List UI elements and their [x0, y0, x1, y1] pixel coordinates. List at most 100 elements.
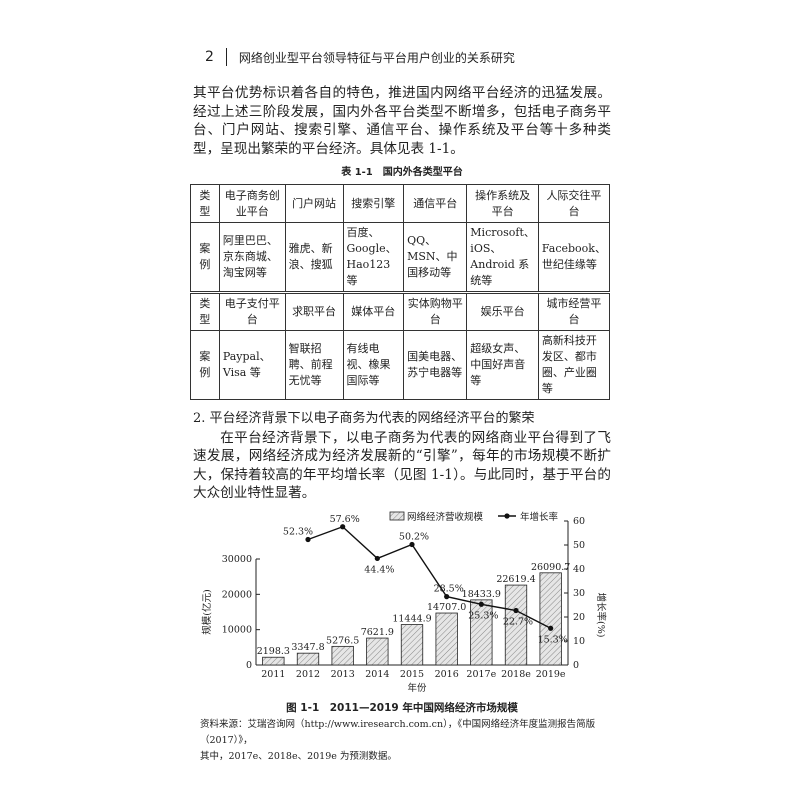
x-axis-title: 年份: [407, 682, 427, 694]
growth-point: [513, 607, 519, 613]
figure-caption: 图 1-1 2011—2019 年中国网络经济市场规模: [286, 701, 518, 714]
table-cell: Paypal、Visa 等: [218, 330, 286, 400]
bar: [262, 656, 285, 665]
x-tick-label: 2019e: [536, 669, 566, 680]
intro-paragraph: 其平台优势标识着各自的特色，推进国内网络平台经济的迅猛发展。经过上述三阶段发展，…: [193, 84, 611, 158]
y-axis-title: 规模(亿元): [201, 589, 213, 634]
legend-line-marker: [504, 512, 510, 519]
bar: [331, 645, 354, 665]
row-header-cell: 类型: [190, 184, 220, 223]
table-cell: Facebook、世纪佳缘等: [537, 222, 611, 293]
table-cell: 人际交往平台: [537, 184, 611, 223]
page-body: 其平台优势标识着各自的特色，推进国内网络平台经济的迅猛发展。经过上述三阶段发展，…: [190, 84, 614, 765]
bar-label: 14707.0: [427, 602, 466, 613]
growth-label: 15.3%: [538, 634, 568, 645]
growth-label: 25.3%: [468, 610, 498, 621]
source-line: 其中，2017e、2018e、2019e 为预测数据。: [200, 750, 397, 762]
table-cell: 通信平台: [403, 184, 468, 223]
page-number: 2: [205, 49, 214, 65]
paragraph-text: 其平台优势标识着各自的特色，推进国内网络平台经济的迅猛发展。经过上述三阶段发展，…: [193, 85, 611, 157]
bar-label: 3347.8: [291, 642, 324, 653]
table-cell: 媒体平台: [342, 291, 405, 331]
y2-tick-label: 60: [573, 516, 585, 527]
growth-label: 44.4%: [364, 564, 394, 575]
table-cell: 娱乐平台: [466, 291, 539, 331]
book-title: 网络创业型平台领导特征与平台用户创业的关系研究: [238, 50, 515, 65]
table-cell: 智联招聘、前程无忧等: [284, 330, 344, 400]
y2-tick-label: 30: [573, 588, 585, 599]
platform-table: 类型电子商务创业平台门户网站搜索引擎通信平台操作系统及平台人际交往平台案例阿里巴…: [190, 184, 611, 400]
x-tick-label: 2013: [331, 669, 355, 680]
y-tick-label: 0: [246, 660, 252, 671]
bar: [400, 623, 424, 665]
x-tick-label: 2017e: [466, 669, 496, 680]
growth-label: 52.3%: [283, 526, 313, 537]
bar-label: 18433.9: [462, 588, 501, 599]
section: 2. 平台经济背景下以电子商务为代表的网络经济平台的繁荣 在平台经济背景下，以电…: [193, 410, 611, 503]
legend-line-label: 年增长率: [520, 511, 559, 523]
table-cell: 百度、Google、Hao123 等: [342, 222, 405, 293]
table-row: 案例阿里巴巴、京东商城、淘宝网等雅虎、新浪、搜狐百度、Google、Hao123…: [190, 222, 611, 293]
y2-tick-label: 10: [573, 636, 585, 647]
table-cell: 电子商务创业平台: [218, 184, 286, 223]
section-heading: 2. 平台经济背景下以电子商务为代表的网络经济平台的繁荣: [193, 411, 535, 426]
x-tick-label: 2016: [435, 669, 459, 680]
legend-bar-swatch: [389, 511, 405, 520]
y-tick-label: 20000: [222, 589, 252, 600]
table-cell: 雅虎、新浪、搜狐: [284, 222, 344, 293]
running-header: 2 网络创业型平台领导特征与平台用户创业的关系研究: [205, 48, 515, 66]
x-tick-label: 2011: [261, 669, 285, 680]
table-cell: 电子支付平台: [218, 291, 286, 331]
bar-label: 5276.5: [326, 635, 359, 646]
legend-bar-label: 网络经济营收规模: [407, 511, 484, 523]
growth-point: [305, 536, 311, 542]
growth-point: [444, 593, 450, 599]
y-tick-label: 10000: [222, 624, 252, 635]
growth-point: [374, 555, 380, 561]
growth-line: [307, 525, 551, 629]
table-cell: 搜索引擎: [342, 184, 405, 223]
growth-label: 57.6%: [330, 513, 360, 524]
table-cell: 超级女声、中国好声音等: [466, 330, 539, 400]
bar: [539, 571, 562, 665]
row-header-cell: 案例: [190, 330, 220, 400]
row-header-cell: 类型: [190, 291, 220, 331]
table-cell: 国美电器、苏宁电器等: [403, 330, 468, 400]
growth-point: [478, 601, 484, 607]
growth-label: 50.2%: [399, 531, 429, 542]
table-cell: QQ、 MSN、中国移动等: [403, 222, 468, 293]
x-tick-label: 2015: [400, 669, 424, 680]
source-line: 资料来源：艾瑞咨询网（http://www.iresearch.com.cn），…: [200, 718, 596, 746]
bar-label: 22619.4: [496, 574, 535, 585]
table-row: 类型电子商务创业平台门户网站搜索引擎通信平台操作系统及平台人际交往平台: [190, 184, 611, 223]
section-paragraph: 在平台经济背景下，以电子商务为代表的网络商业平台得到了飞速发展，网络经济成为经济…: [193, 429, 611, 502]
table-cell: 阿里巴巴、京东商城、淘宝网等: [218, 222, 286, 293]
table-row: 类型电子支付平台求职平台媒体平台实体购物平台娱乐平台城市经营平台: [190, 291, 611, 331]
table-cell: 城市经营平台: [537, 291, 611, 331]
bar-label: 7621.9: [361, 627, 394, 638]
bar: [504, 584, 528, 665]
growth-label: 28.5%: [434, 583, 464, 594]
table-cell: 求职平台: [284, 291, 344, 331]
x-tick-label: 2012: [296, 669, 320, 680]
header-divider: [225, 48, 227, 66]
growth-point: [340, 523, 346, 529]
growth-point: [409, 541, 415, 547]
bar-label: 11444.9: [392, 613, 431, 624]
y2-axis-title: 增长率(%): [595, 592, 607, 637]
bar: [435, 612, 458, 665]
table-cell: 有线电视、橡果国际等: [342, 330, 405, 400]
bar-label: 26090.7: [531, 561, 570, 572]
bar: [470, 598, 493, 665]
figure-source: 资料来源：艾瑞咨询网（http://www.iresearch.com.cn），…: [200, 717, 614, 765]
growth-label: 22.7%: [503, 616, 533, 627]
table-caption: 表 1-1 国内外各类型平台: [341, 167, 463, 178]
y2-tick-label: 20: [573, 612, 585, 623]
table-cell: 门户网站: [284, 184, 344, 223]
table-cell: 操作系统及平台: [466, 184, 539, 223]
y2-tick-label: 50: [573, 540, 585, 551]
y2-tick-label: 0: [573, 660, 579, 671]
bar-label: 2198.3: [257, 646, 290, 657]
